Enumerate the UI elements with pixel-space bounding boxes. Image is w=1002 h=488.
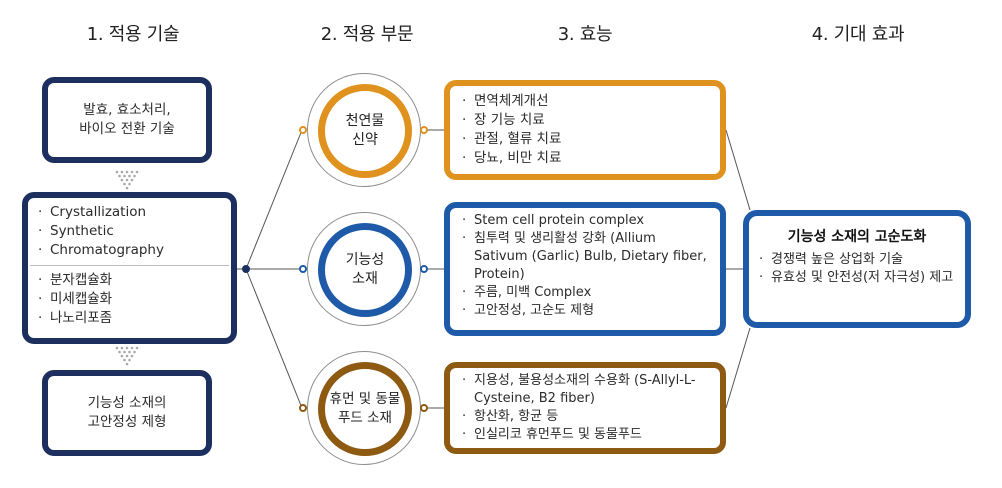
tech-process-box: Crystallization Synthetic Chromatography… <box>22 192 237 344</box>
node-dot <box>299 126 307 134</box>
list-item: 고안정성, 고순도 제형 <box>462 302 708 320</box>
efficacy-natural-drug-list: 면역체계개선 장 기능 치료 관절, 혈류 치료 당뇨, 비만 치료 <box>462 92 708 168</box>
sector-food-material-circle: 휴먼 및 동물 푸드 소재 <box>307 351 421 465</box>
sector-food-material-ring: 휴먼 및 동물 푸드 소재 <box>318 362 412 456</box>
list-item: 침투력 및 생리활성 강화 (Allium Sativum (Garlic) B… <box>462 230 708 284</box>
tech-formulation-line1: 기능성 소재의 <box>87 395 167 411</box>
expected-effect-title: 기능성 소재의 고순도화 <box>787 229 927 245</box>
list-item: 미세캡슐화 <box>38 290 221 309</box>
header-expected-effect: 4. 기대 효과 <box>811 24 905 45</box>
list-item: Synthetic <box>38 222 221 241</box>
list-item: 나노리포좀 <box>38 309 221 328</box>
list-item: 관절, 혈류 치료 <box>462 130 708 149</box>
tech-formulation-box: 기능성 소재의 고안정성 제형 <box>42 370 212 456</box>
efficacy-food-material-box: 지용성, 불용성소재의 수용화 (S-Allyl-L-Cysteine, B2 … <box>444 362 726 454</box>
list-item: 인실리코 휴먼푸드 및 동물푸드 <box>462 426 708 444</box>
list-item: 주름, 미백 Complex <box>462 284 708 302</box>
sector-functional-material-circle: 기능성 소재 <box>307 212 421 326</box>
tech-fermentation-line1: 발효, 효소처리, <box>83 102 171 118</box>
node-dot <box>299 404 307 412</box>
list-item: 유효성 및 안전성(저 자극성) 제고 <box>759 269 955 287</box>
list-item: 면역체계개선 <box>462 92 708 111</box>
expected-effect-box: 기능성 소재의 고순도화 경쟁력 높은 상업화 기술 유효성 및 안전성(저 자… <box>743 210 971 328</box>
list-item: 항산화, 항균 등 <box>462 408 708 426</box>
sector-functional-material-line1: 기능성 <box>345 252 385 268</box>
header-application-sector: 2. 적용 부문 <box>320 24 414 45</box>
tech-process-list: Crystallization Synthetic Chromatography <box>38 203 221 260</box>
list-item: Stem cell protein complex <box>462 212 708 230</box>
hub-node <box>242 265 250 273</box>
sector-natural-drug-circle: 천연물 신약 <box>307 73 421 187</box>
list-item: Crystallization <box>38 203 221 222</box>
sector-functional-material-ring: 기능성 소재 <box>318 223 412 317</box>
sector-natural-drug-line2: 신약 <box>352 132 378 148</box>
node-dot <box>299 265 307 273</box>
node-dot <box>420 265 428 273</box>
efficacy-food-material-list: 지용성, 불용성소재의 수용화 (S-Allyl-L-Cysteine, B2 … <box>462 372 708 444</box>
down-arrow-icon <box>115 170 139 190</box>
sector-natural-drug-line1: 천연물 <box>345 113 385 129</box>
list-item: 경쟁력 높은 상업화 기술 <box>759 251 955 269</box>
tech-encapsulation-list: 분자캡슐화 미세캡슐화 나노리포좀 <box>38 271 221 328</box>
header-efficacy: 3. 효능 <box>557 24 613 45</box>
tech-fermentation-box: 발효, 효소처리, 바이오 전환 기술 <box>42 77 212 163</box>
list-item: 당뇨, 비만 치료 <box>462 149 708 168</box>
efficacy-functional-material-list: Stem cell protein complex 침투력 및 생리활성 강화 … <box>462 212 708 320</box>
divider <box>30 265 229 266</box>
expected-effect-list: 경쟁력 높은 상업화 기술 유효성 및 안전성(저 자극성) 제고 <box>759 251 955 287</box>
node-dot <box>420 404 428 412</box>
sector-food-material-line2: 푸드 소재 <box>338 410 392 426</box>
tech-formulation-line2: 고안정성 제형 <box>87 414 167 430</box>
header-applied-tech: 1. 적용 기술 <box>86 24 180 45</box>
down-arrow-icon <box>115 346 139 366</box>
sector-functional-material-line2: 소재 <box>352 271 378 287</box>
sector-natural-drug-ring: 천연물 신약 <box>318 84 412 178</box>
list-item: 지용성, 불용성소재의 수용화 (S-Allyl-L-Cysteine, B2 … <box>462 372 708 408</box>
list-item: 장 기능 치료 <box>462 111 708 130</box>
node-dot <box>420 126 428 134</box>
efficacy-natural-drug-box: 면역체계개선 장 기능 치료 관절, 혈류 치료 당뇨, 비만 치료 <box>444 80 726 180</box>
list-item: Chromatography <box>38 241 221 260</box>
efficacy-functional-material-box: Stem cell protein complex 침투력 및 생리활성 강화 … <box>444 202 726 336</box>
tech-fermentation-line2: 바이오 전환 기술 <box>79 121 175 137</box>
sector-food-material-line1: 휴먼 및 동물 <box>329 391 401 407</box>
list-item: 분자캡슐화 <box>38 271 221 290</box>
